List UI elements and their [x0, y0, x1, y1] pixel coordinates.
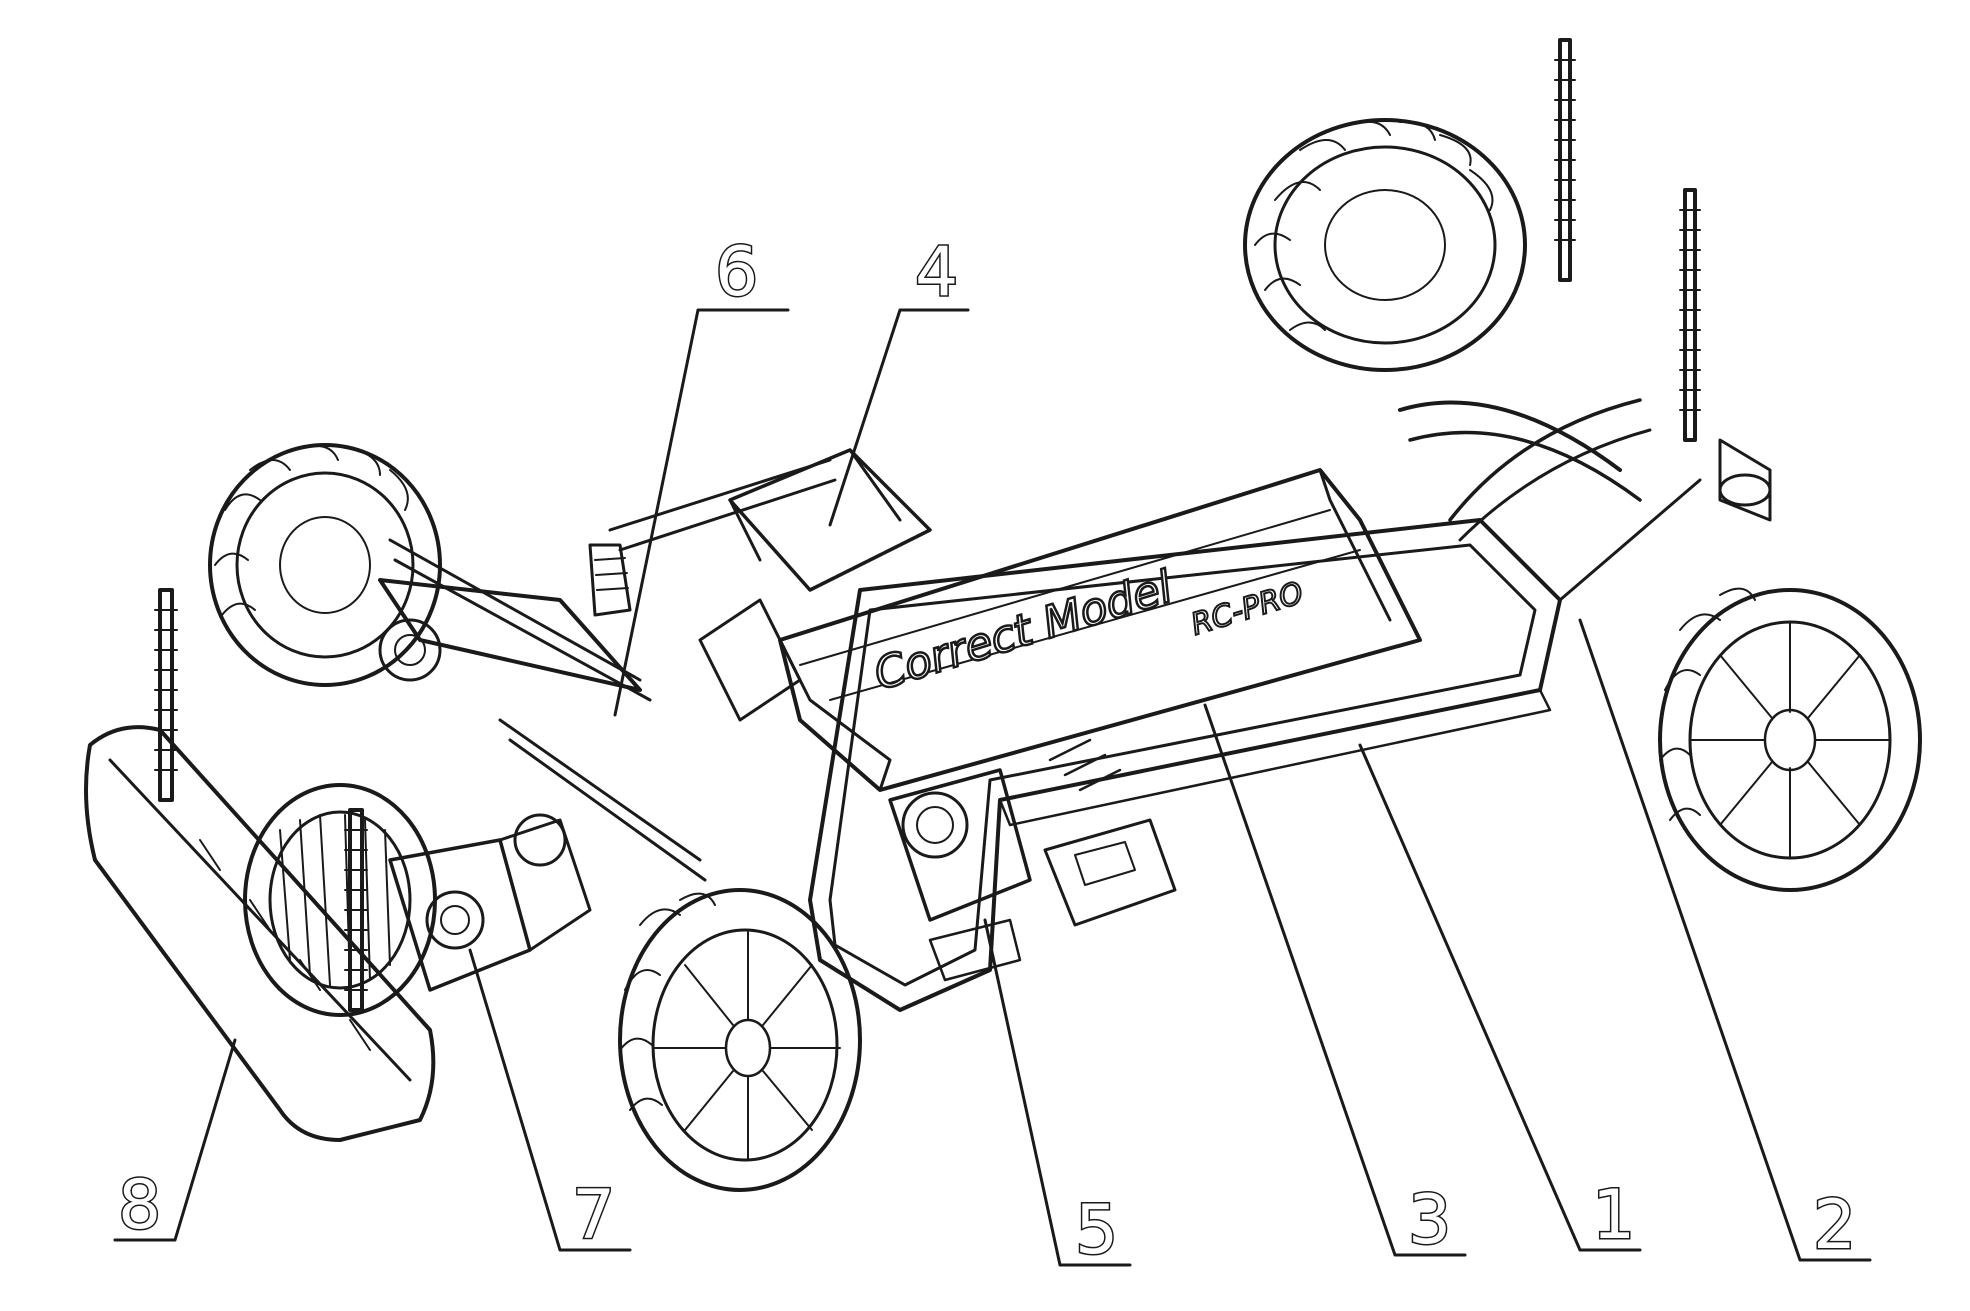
label-3: 3	[1408, 1181, 1451, 1260]
battery-box: Correct Model RC-PRO	[780, 470, 1420, 790]
leader-3	[1205, 705, 1465, 1255]
leader-lines	[115, 310, 1870, 1265]
label-8: 8	[118, 1166, 161, 1245]
label-7: 7	[572, 1176, 615, 1255]
spur-gear	[245, 785, 590, 1015]
rear-suspension	[1400, 400, 1770, 600]
leader-4	[830, 310, 968, 525]
label-5: 5	[1075, 1191, 1118, 1270]
leader-2	[1580, 620, 1870, 1260]
wheel-rear-right	[1660, 589, 1920, 890]
label-2: 2	[1813, 1186, 1856, 1265]
front-suspension	[380, 540, 705, 880]
label-6: 6	[715, 233, 758, 312]
wheel-rear-left	[620, 890, 860, 1190]
label-4: 4	[915, 233, 958, 312]
label-1: 1	[1592, 1176, 1635, 1255]
callout-labels: 6 4 8 7 5 3 1 2	[118, 233, 1856, 1270]
leader-1	[1360, 745, 1640, 1250]
leader-6	[615, 310, 788, 715]
brand-subtext: RC-PRO	[1187, 576, 1307, 643]
wheel-front-right	[1245, 120, 1525, 370]
front-bumper	[86, 727, 433, 1140]
